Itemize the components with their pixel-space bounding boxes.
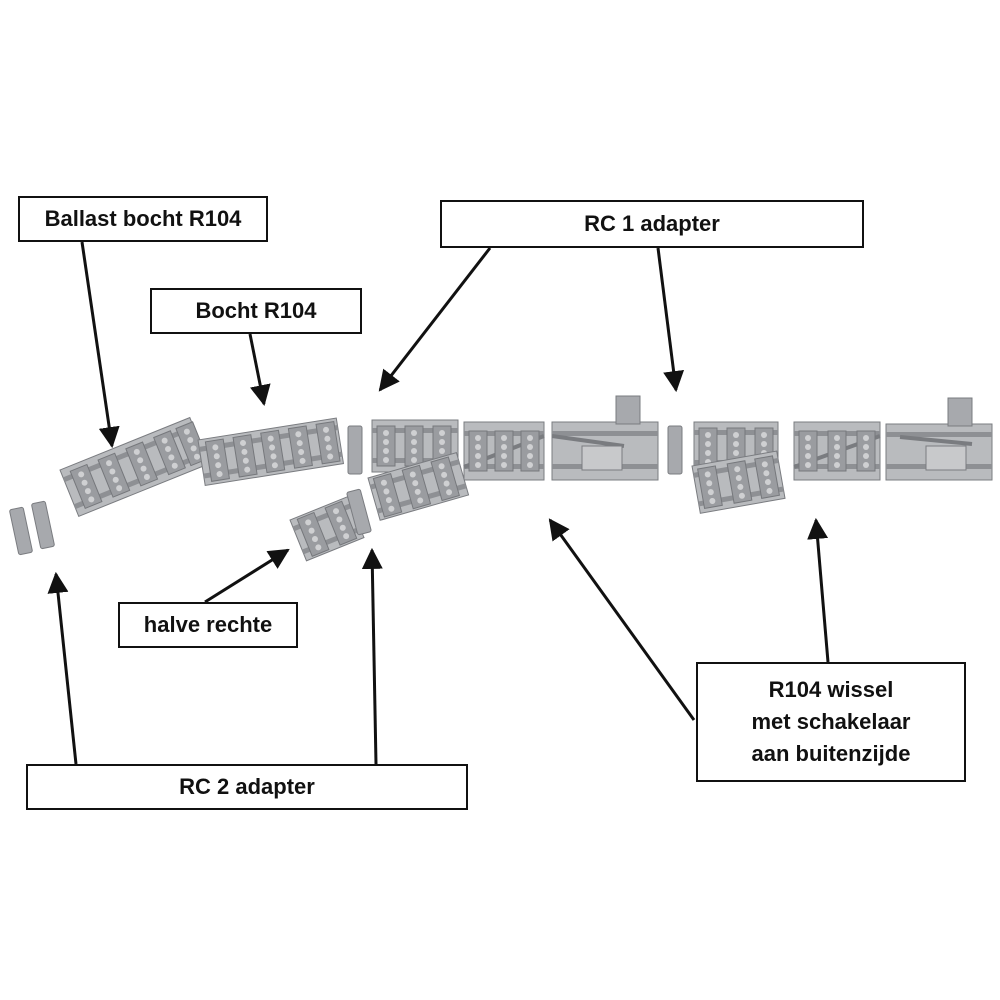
label-ballast-bocht-text: Ballast bocht R104 — [44, 206, 242, 231]
label-rc2-adapter: RC 2 adapter — [26, 764, 468, 810]
label-wissel: R104 wissel met schakelaar aan buitenzij… — [696, 662, 966, 782]
arrow-rc2-left — [47, 571, 78, 765]
switch-track-top-4 — [793, 421, 881, 481]
arrow-ballast-bocht — [80, 241, 120, 449]
label-ballast-bocht: Ballast bocht R104 — [18, 196, 268, 242]
arrow-rc2-right — [361, 547, 383, 765]
switch-track-with-lever-right — [885, 397, 993, 481]
rc2-adapter-piece-middle — [346, 488, 372, 536]
arrow-halve-rechte — [204, 548, 290, 604]
arrow-rc1-left — [378, 247, 492, 392]
arrow-wissel-left — [548, 518, 696, 721]
label-wissel-text: R104 wissel met schakelaar aan buitenzij… — [751, 677, 911, 766]
rc1-adapter-piece-left — [347, 425, 363, 475]
rc2-adapter-left-piece — [9, 500, 55, 556]
label-rc1-adapter: RC 1 adapter — [440, 200, 864, 248]
label-bocht-text: Bocht R104 — [195, 298, 317, 323]
arrow-bocht — [248, 333, 271, 407]
rc1-adapter-piece-right — [667, 425, 683, 475]
arrow-rc1-right — [656, 247, 685, 393]
switch-diverging-right — [691, 450, 786, 514]
switch-diverging-left — [367, 452, 470, 521]
half-straight-track-piece — [289, 496, 365, 562]
arrow-wissel-right — [807, 517, 830, 663]
switch-track-with-lever — [551, 395, 659, 481]
label-bocht: Bocht R104 — [150, 288, 362, 334]
ballast-curve-track-piece — [59, 416, 210, 518]
label-halve-rechte: halve rechte — [118, 602, 298, 648]
switch-track-top-2 — [463, 421, 545, 481]
label-rc2-adapter-text: RC 2 adapter — [179, 774, 315, 799]
label-halve-rechte-text: halve rechte — [143, 612, 273, 637]
label-rc1-adapter-text: RC 1 adapter — [584, 211, 720, 236]
curve-r104-track-piece — [197, 417, 345, 487]
